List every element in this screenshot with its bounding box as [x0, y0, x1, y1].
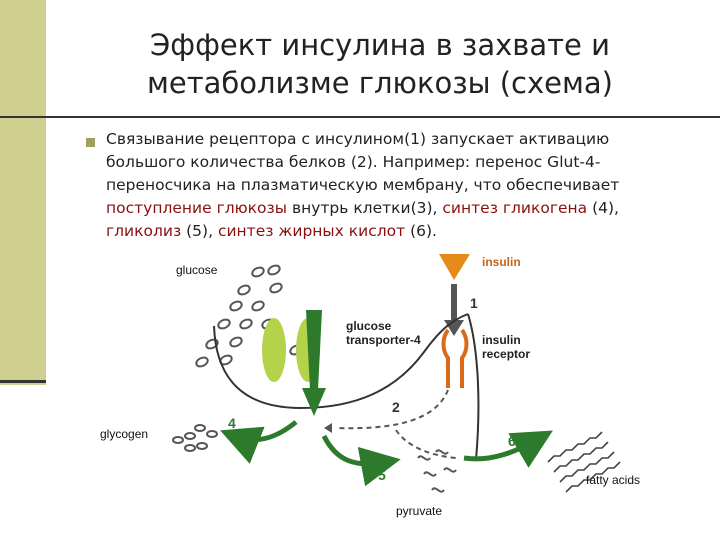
label-insulin: insulin: [482, 255, 521, 269]
label-transporter-1: glucose: [346, 319, 392, 333]
text-part-4: (5),: [181, 222, 218, 240]
text-fatty-acid-synthesis: синтез жирных кислот: [217, 222, 406, 240]
title-line-2: метаболизме глюкозы (схема): [147, 66, 613, 100]
label-receptor-1: insulin: [482, 333, 521, 347]
arrow-3-shaft: [306, 310, 322, 390]
insulin-glucose-diagram: glucose insulin 1 3 glucose transporter-…: [100, 254, 640, 518]
title-rule: [0, 116, 720, 118]
label-transporter-2: transporter-4: [346, 333, 421, 347]
bullet-paragraph: Связывание рецептора с инсулином(1) запу…: [106, 128, 686, 243]
arrow-2: [335, 389, 449, 430]
num-3: 3: [310, 307, 318, 323]
text-glycogen-synthesis: синтез гликогена: [442, 199, 588, 217]
arrow-3-head: [302, 388, 326, 416]
label-pyruvate: pyruvate: [396, 504, 442, 518]
arrow-5: [321, 434, 401, 487]
label-glycogen: glycogen: [100, 427, 148, 441]
arrow-4: [220, 420, 298, 464]
insulin-receptor-icon: [441, 328, 469, 388]
bullet-marker: [86, 138, 95, 147]
num-1: 1: [470, 295, 478, 311]
label-fatty-acids: fatty acids: [586, 473, 640, 487]
insulin-icon: [439, 254, 470, 280]
text-glucose-uptake: поступление глюкозы: [106, 199, 288, 217]
text-part-3: (4),: [587, 199, 619, 217]
num-2: 2: [392, 399, 400, 415]
arrow-2-head: [324, 423, 332, 433]
text-part-2: внутрь клетки(3),: [287, 199, 443, 217]
arrow-6: [463, 430, 553, 468]
accent-bar: [0, 0, 46, 385]
arrow-2-branch: [395, 429, 457, 459]
fatty-acid-chains: [547, 431, 621, 493]
text-part-5: (6).: [405, 222, 437, 240]
transporter-left: [262, 318, 286, 382]
text-glycolysis: гликолиз: [106, 222, 182, 240]
num-4: 4: [228, 415, 236, 431]
label-receptor-2: receptor: [482, 347, 530, 361]
glucose-molecules: [195, 264, 303, 368]
label-glucose: glucose: [176, 263, 218, 277]
slide-title: Эффект инсулина в захвате и метаболизме …: [60, 26, 700, 102]
title-line-1: Эффект инсулина в захвате и: [150, 28, 610, 62]
glycogen-chain: [172, 424, 218, 452]
cell-membrane: [213, 313, 469, 410]
num-6: 6: [508, 433, 516, 449]
pyruvate-molecules: [417, 449, 457, 493]
cell-membrane-right: [467, 313, 480, 461]
text-part-1: Связывание рецептора с инсулином(1) запу…: [106, 130, 620, 194]
num-5: 5: [378, 467, 386, 483]
accent-bar-divider: [0, 380, 46, 383]
